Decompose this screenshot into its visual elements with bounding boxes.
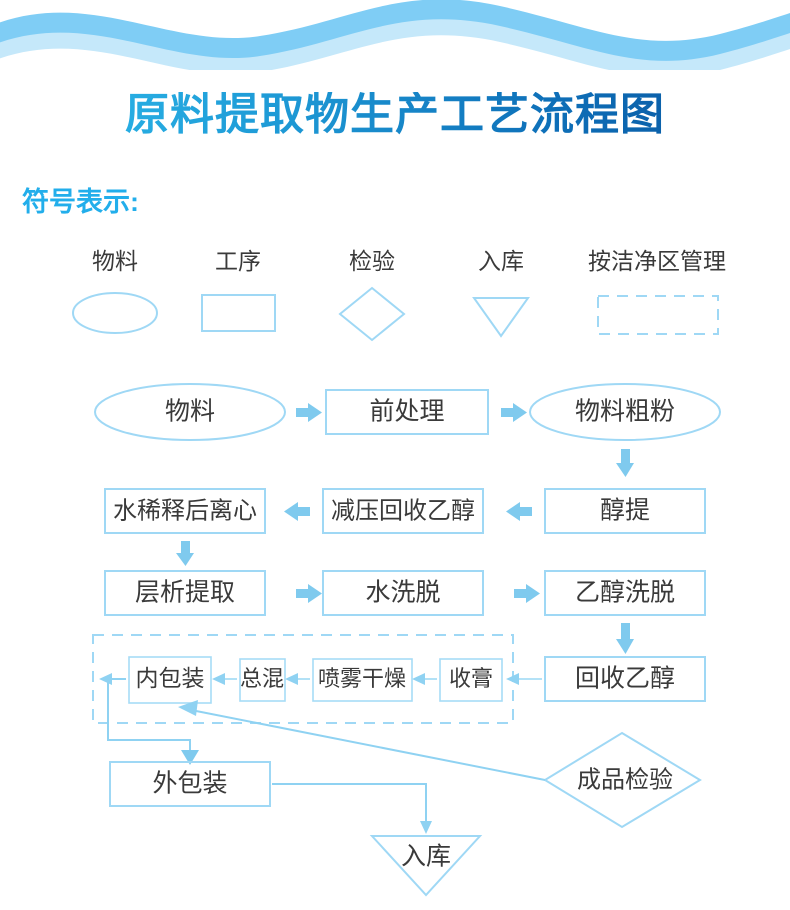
node-ethanol-recycle[interactable]: 回收乙醇 xyxy=(544,656,706,702)
edge-water-dilution-to-chromatography xyxy=(176,541,194,566)
edge-outer-packaging-to-warehouse xyxy=(272,783,432,834)
node-label: 入库 xyxy=(401,843,451,871)
node-extract-collection[interactable]: 收膏 xyxy=(439,658,503,702)
node-shape-rect xyxy=(128,656,212,704)
node-label: 层析提取 xyxy=(135,579,235,607)
edge-spray-drying-to-total-mixing xyxy=(285,673,310,685)
node-chromatography[interactable]: 层析提取 xyxy=(104,570,266,616)
node-shape-rect xyxy=(104,570,266,616)
edge-ethanol-elution-to-ethanol-recycle xyxy=(616,623,634,654)
node-material[interactable]: 物料 xyxy=(94,383,286,441)
node-label: 物料粗粉 xyxy=(575,398,675,426)
edge-inner-packaging-to-outer-packaging xyxy=(99,673,199,765)
edge-coarse-powder-to-alcohol-extraction xyxy=(616,449,634,477)
node-shape-rect xyxy=(312,658,413,702)
diamond-icon xyxy=(338,286,406,342)
node-shape-rect xyxy=(109,761,271,807)
node-pretreatment[interactable]: 前处理 xyxy=(325,389,489,435)
edge-inspection-to-inner-packaging xyxy=(178,700,546,781)
node-label: 喷雾干燥 xyxy=(318,666,406,691)
node-outer-packaging[interactable]: 外包装 xyxy=(109,761,271,807)
node-shape-diamond xyxy=(543,731,702,829)
node-label: 水洗脱 xyxy=(365,579,440,607)
ellipse-icon xyxy=(72,292,158,334)
legend-item-clean-zone: 按洁净区管理 xyxy=(588,248,726,335)
node-spray-drying[interactable]: 喷雾干燥 xyxy=(312,658,413,702)
legend-group: 物料 工序 检验 入库 按洁净区管理 xyxy=(72,248,726,342)
edge-ethanol-recovery-to-water-dilution xyxy=(284,502,310,521)
node-shape-ellipse xyxy=(94,383,286,441)
dashed-rectangle-icon xyxy=(597,295,719,335)
edge-extract-collection-to-spray-drying xyxy=(412,673,437,685)
edge-material-to-pretreatment xyxy=(296,403,322,422)
node-shape-rect xyxy=(104,488,266,534)
node-shape-ellipse xyxy=(529,383,721,441)
node-finished-product-inspection[interactable]: 成品检验 xyxy=(543,731,702,829)
node-shape-rect xyxy=(322,570,484,616)
node-vacuum-ethanol-recovery[interactable]: 减压回收乙醇 xyxy=(322,488,484,534)
node-label: 物料 xyxy=(165,398,215,426)
node-shape-rect xyxy=(325,389,489,435)
node-label: 水稀释后离心 xyxy=(113,497,257,524)
edge-alcohol-extraction-to-ethanol-recovery xyxy=(506,502,532,521)
edge-pretreatment-to-coarse-powder xyxy=(501,403,527,422)
node-label: 减压回收乙醇 xyxy=(331,497,475,524)
node-shape-rect xyxy=(322,488,484,534)
legend-label-warehouse: 入库 xyxy=(478,248,524,274)
node-alcohol-extraction[interactable]: 醇提 xyxy=(544,488,706,534)
node-ethanol-elution[interactable]: 乙醇洗脱 xyxy=(544,570,706,616)
node-water-dilution-centrifuge[interactable]: 水稀释后离心 xyxy=(104,488,266,534)
node-label: 内包装 xyxy=(136,665,205,691)
node-warehouse[interactable]: 入库 xyxy=(369,835,483,897)
node-shape-triangle xyxy=(369,835,483,897)
edge-water-elution-to-ethanol-elution xyxy=(514,584,540,603)
legend-item-warehouse: 入库 xyxy=(472,248,530,338)
node-label: 前处理 xyxy=(369,398,444,426)
node-water-elution[interactable]: 水洗脱 xyxy=(322,570,484,616)
node-shape-rect xyxy=(439,658,503,702)
node-label: 外包装 xyxy=(152,770,227,798)
node-total-mixing[interactable]: 总混 xyxy=(239,658,286,702)
node-shape-rect xyxy=(544,488,706,534)
node-shape-rect xyxy=(544,570,706,616)
page-title: 原料提取物生产工艺流程图 xyxy=(0,91,790,138)
legend-item-process: 工序 xyxy=(201,248,276,332)
legend-label-clean-zone: 按洁净区管理 xyxy=(588,248,726,274)
legend-label-process: 工序 xyxy=(215,248,261,274)
node-label: 醇提 xyxy=(600,497,650,525)
node-shape-rect xyxy=(239,658,286,702)
legend-heading: 符号表示: xyxy=(22,187,139,217)
triangle-down-icon xyxy=(472,297,530,338)
legend-item-material: 物料 xyxy=(72,248,158,334)
legend-label-material: 物料 xyxy=(92,248,138,274)
edge-ethanol-recycle-to-extract-collection xyxy=(506,673,542,685)
node-label: 乙醇洗脱 xyxy=(575,579,675,607)
node-inner-packaging[interactable]: 内包装 xyxy=(128,656,212,704)
node-label: 总混 xyxy=(240,666,284,691)
node-coarse-powder[interactable]: 物料粗粉 xyxy=(529,383,721,441)
wave-header-decoration xyxy=(0,0,790,70)
node-shape-rect xyxy=(544,656,706,702)
edge-chromatography-to-water-elution xyxy=(296,584,322,603)
node-label: 回收乙醇 xyxy=(575,665,675,693)
node-label: 收膏 xyxy=(449,666,493,691)
rectangle-icon xyxy=(201,294,276,332)
edge-total-mixing-to-inner-packaging xyxy=(212,673,237,685)
legend-label-inspection: 检验 xyxy=(349,248,395,274)
node-label: 成品检验 xyxy=(577,766,673,793)
legend-item-inspection: 检验 xyxy=(338,248,406,342)
